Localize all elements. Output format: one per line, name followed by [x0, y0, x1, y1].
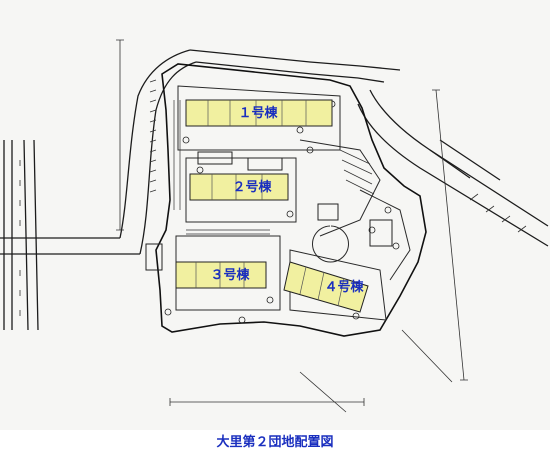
- ancillary-structures: [145, 151, 393, 271]
- building-4-label: ４号棟: [324, 279, 364, 295]
- parking-areas: [173, 100, 375, 235]
- building-2-label: ２号棟: [232, 179, 272, 195]
- site-boundary: [155, 63, 427, 337]
- building-3-block: [175, 261, 267, 289]
- road-hatching: [19, 79, 527, 316]
- building-1-block: [185, 99, 333, 127]
- building-3-label: ３号棟: [210, 267, 250, 283]
- building-2-block: [189, 173, 289, 201]
- building-1: １号棟: [185, 99, 333, 127]
- dimension-lines: [116, 39, 468, 413]
- building-1-label: １号棟: [238, 105, 278, 121]
- building-4-block: [283, 261, 369, 313]
- map-title: 大里第２団地配置図: [216, 434, 333, 450]
- building-4: ４号棟: [283, 261, 369, 313]
- building-2: ２号棟: [189, 173, 289, 201]
- paper-area: [0, 0, 550, 430]
- road-network: [0, 49, 549, 331]
- building-3: ３号棟: [175, 261, 267, 289]
